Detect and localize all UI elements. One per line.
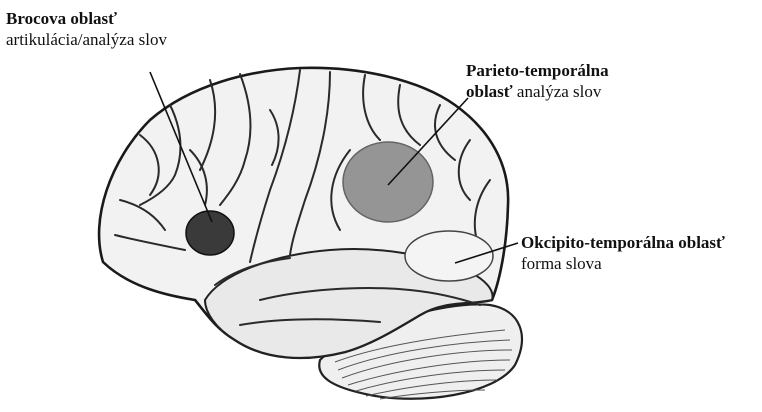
parieto-title-line2: oblasť	[466, 82, 513, 101]
parieto-title-line1: Parieto-temporálna	[466, 61, 609, 80]
parieto-label: Parieto-temporálna oblasť analýza slov	[466, 60, 609, 102]
okcipito-temporal-area	[405, 231, 493, 281]
okcipito-title: Okcipito-temporálna oblasť	[521, 233, 725, 252]
okcipito-label: Okcipito-temporálna oblasť forma slova	[521, 232, 725, 274]
okcipito-desc: forma slova	[521, 253, 725, 274]
broca-label: Brocova oblasť artikulácia/analýza slov	[6, 8, 167, 50]
parieto-desc: analýza slov	[517, 82, 602, 101]
broca-desc: artikulácia/analýza slov	[6, 29, 167, 50]
broca-title: Brocova oblasť	[6, 9, 117, 28]
parieto-temporal-area	[343, 142, 433, 222]
